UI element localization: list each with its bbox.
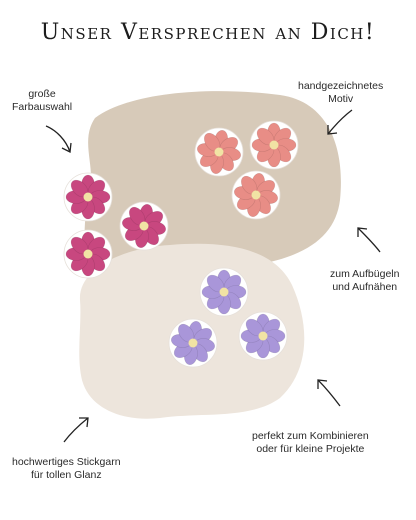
arrow-hand-drawn [327, 109, 353, 135]
flower-patch [168, 318, 218, 368]
flower-patch [238, 311, 288, 361]
flower-patch [249, 120, 299, 170]
arrow-color-choice [45, 125, 72, 153]
flower-patch [119, 201, 169, 251]
arrow-combine [317, 379, 341, 407]
arrow-iron-on [357, 227, 381, 253]
page-title: Unser Versprechen an Dich! [40, 20, 376, 45]
flower-patch [194, 127, 244, 177]
flower-patch [231, 170, 281, 220]
flower-patch [63, 229, 113, 279]
flower-patch [199, 267, 249, 317]
arrow-embroidery-yarn [63, 417, 89, 443]
flower-patch [63, 172, 113, 222]
